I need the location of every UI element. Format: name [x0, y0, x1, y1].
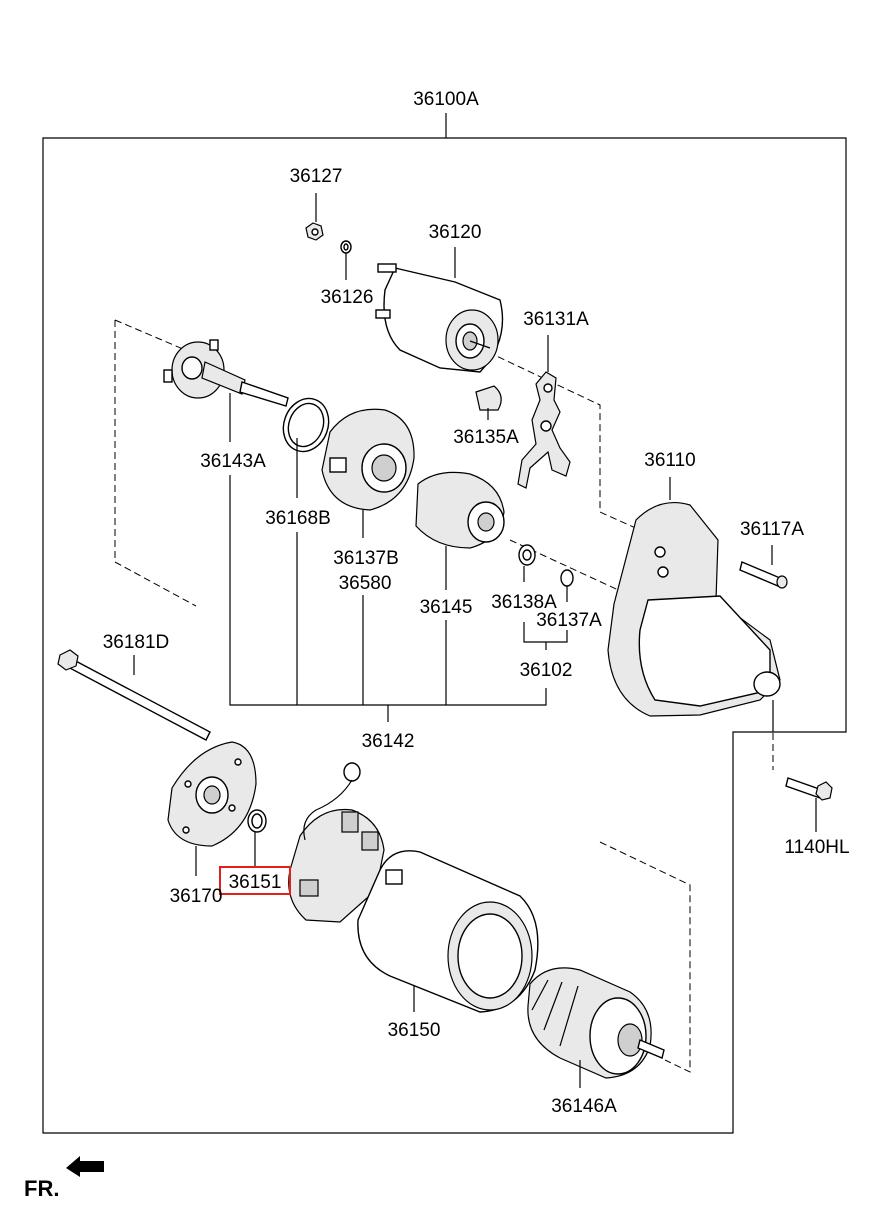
housing-part [607, 501, 781, 717]
armature-part [527, 967, 665, 1079]
label-snap-ring[interactable]: 36137A [536, 610, 602, 631]
label-armature[interactable]: 36146A [551, 1096, 617, 1117]
guide-top [114, 319, 191, 353]
mount-bolt-part [785, 777, 833, 801]
label-gear-case-a[interactable]: 36137B [333, 548, 399, 569]
label-brush-washer[interactable]: 36151 [229, 872, 282, 893]
washer-small-part [340, 240, 352, 254]
gasket-part [282, 397, 330, 453]
plunger-cap-part [475, 385, 502, 411]
shaft-part [163, 339, 289, 407]
label-mount-bolt[interactable]: 1140HL [784, 837, 849, 858]
gear-case-part [321, 408, 415, 511]
front-arrow-icon [66, 1156, 104, 1177]
nut-part [305, 222, 324, 241]
leader-drive-kit [229, 475, 547, 722]
shift-lever-part [517, 371, 571, 489]
label-yoke[interactable]: 36150 [388, 1020, 441, 1041]
label-gasket[interactable]: 36168B [265, 508, 331, 529]
label-bolt-small[interactable]: 36117A [740, 519, 804, 540]
stop-ring-part [518, 544, 536, 566]
bolt-small-part [739, 561, 788, 589]
yoke-part [357, 850, 539, 1013]
leader-ring-set [523, 622, 568, 650]
snap-ring-part [560, 569, 574, 587]
solenoid-part [375, 263, 504, 373]
label-through-bolt[interactable]: 36181D [103, 632, 170, 653]
label-pinion[interactable]: 36145 [420, 597, 473, 618]
label-shift-lever[interactable]: 36131A [523, 309, 589, 330]
brush-holder-part [288, 762, 385, 923]
through-bolt-part [57, 649, 211, 741]
end-frame-part [167, 741, 257, 847]
label-drive-kit[interactable]: 36142 [362, 731, 415, 752]
label-ring-set[interactable]: 36102 [520, 660, 573, 681]
highlight-box [219, 866, 291, 895]
assembly-frame [42, 137, 847, 1134]
label-solenoid[interactable]: 36120 [429, 222, 482, 243]
pinion-part [415, 471, 505, 549]
label-stop-ring[interactable]: 36138A [491, 592, 557, 613]
label-shaft[interactable]: 36143A [200, 451, 266, 472]
direction-label: FR. [24, 1176, 59, 1201]
label-assembly[interactable]: 36100A [413, 89, 479, 110]
label-housing[interactable]: 36110 [644, 450, 695, 471]
label-nut[interactable]: 36127 [290, 166, 343, 187]
label-end-frame[interactable]: 36170 [170, 886, 223, 907]
label-washer-small[interactable]: 36126 [321, 287, 374, 308]
label-plunger-cap[interactable]: 36135A [453, 427, 519, 448]
label-gear-case-b[interactable]: 36580 [339, 573, 392, 594]
brush-washer-part [247, 809, 267, 833]
guide-right [599, 841, 691, 1073]
guide-left [114, 320, 197, 607]
